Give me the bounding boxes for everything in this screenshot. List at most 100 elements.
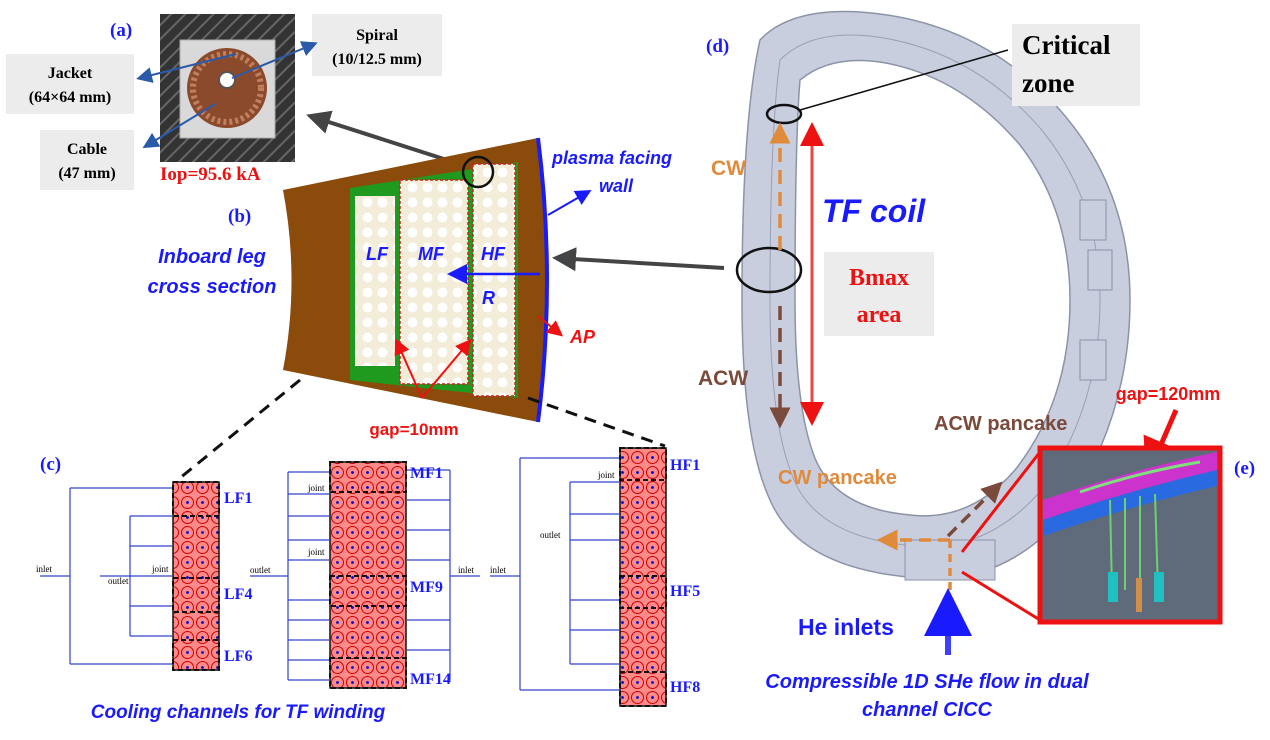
gap-label-b: gap=10mm [369,420,458,439]
bmax-box [824,252,934,336]
spiral-label-box [312,14,442,76]
lf-outlet-label: outlet [108,576,129,586]
operating-current: Iop=95.6 kA [160,164,261,185]
zoom-dash-left [179,378,301,480]
panel-d-tag: (d) [706,36,729,57]
acw-pancake-label: ACW pancake [934,413,1067,435]
cross-section-title-line1: Inboard leg [158,246,266,268]
acw-label: ACW [698,367,748,390]
acw-pancake-arrow [946,481,1003,538]
hf-cell-grid [619,447,667,707]
mf-label: MF [418,244,445,264]
mf-inlet-label: inlet [458,565,474,575]
jacket-label-box [6,54,134,114]
zoom-arrow-to-cross-section [552,247,725,272]
mf-schematic: outlet inlet joint joint MF1 MF9 MF14 [250,461,480,689]
lf-inlet-label: inlet [36,564,52,574]
mf14-label: MF14 [410,671,451,688]
gap-label-e: gap=120mm [1116,384,1221,404]
panel-b: (b) Inboard leg cross section LF MF HF R… [148,137,672,439]
critical-zone-line2: zone [1022,68,1075,98]
lf1-label: LF1 [224,490,252,507]
plasma-facing-wall-line [536,137,549,423]
mf-outlet-label: outlet [250,565,271,575]
cable-dimension: (47 mm) [58,165,115,182]
detail-band-magenta [1043,452,1217,520]
critical-zone-pointer [799,49,1009,111]
hf5-label: HF5 [670,583,700,600]
jacket-arrow [136,53,237,83]
plasma-wall-label-line1: plasma facing [551,148,672,168]
hf1-box [619,447,667,481]
critical-conductor-circle [461,155,495,189]
hf-winding-pack [472,163,516,397]
lf-joint-label: joint [151,564,169,574]
lf-cell-grid [172,481,220,671]
lf-winding-pack [355,196,395,366]
lf6-label: LF6 [224,648,252,665]
critical-zone-box [1012,24,1140,106]
hf-schematic: inlet outlet joint HF1 HF5 HF8 [490,447,700,707]
panel-c: (c) inlet outlet joint LF1 LF4 LF6 outle… [36,447,700,723]
detail-pipe-2 [1136,578,1142,612]
panel-c-caption: Cooling channels for TF winding [91,702,386,723]
cw-pancake-label: CW pancake [778,467,897,489]
panel-d-caption-line1: Compressible 1D SHe flow in dual [765,671,1089,693]
critical-zone-line1: Critical [1022,30,1111,60]
ap-label: AP [569,327,596,347]
spiral-dimension: (10/12.5 mm) [332,51,422,68]
cable-arrow [142,103,216,149]
hf-joint-label: joint [597,470,615,480]
hf1-label: HF1 [670,457,700,474]
ap-arrow [537,315,564,337]
gap-arrow-2 [421,338,472,399]
panel-c-tag: (c) [40,454,61,475]
detail-band-blue [1043,470,1217,536]
bmax-ellipse [735,246,803,294]
lf-piping [40,487,172,665]
plasma-wall-label-line2: wall [599,176,634,196]
detail-pipe-3 [1154,572,1164,602]
coil-support-3 [1079,339,1107,381]
inlet-to-detail-line-2 [961,570,1041,622]
gap-arrow-1 [394,338,423,399]
panel-a-tag: (a) [110,20,132,41]
mf14-box [329,657,407,689]
jacket-dimension: (64×64 mm) [29,89,111,106]
hf8-label: HF8 [670,679,700,696]
mf1-label: MF1 [410,465,443,482]
he-inlets-label: He inlets [798,614,894,640]
spiral-arrow [231,41,318,79]
zoom-dash-right [527,396,666,448]
cw-label: CW [711,157,746,180]
hf-piping [490,457,619,691]
cross-section-title-line2: cross section [148,276,277,298]
mf9-box [329,575,407,607]
lf4-label: LF4 [224,586,252,603]
inlet-to-detail-line-1 [960,451,1042,553]
cable-label: Cable [67,141,107,158]
detail-band-green [1079,460,1201,494]
mf-piping [250,469,480,681]
hf5-box [619,575,667,609]
panel-e: (e) gap=120mm [960,384,1255,625]
jacket-label: Jacket [48,65,93,82]
central-spiral [218,71,236,89]
panel-d: (d) Critical zone CW ACW TF coil Bmax ar… [698,10,1140,721]
mf-joint-label-2: joint [307,547,325,557]
joint-detail-render [1043,452,1217,612]
wall-arrow [547,190,592,216]
bmax-line1: Bmax [849,265,909,291]
hf-label: HF [481,244,506,264]
radius-label: R [482,288,495,308]
mf1-box [329,461,407,493]
mf9-label: MF9 [410,579,443,596]
lf6-box [172,639,220,671]
hf-inlet-label: inlet [490,565,506,575]
coil-support-1 [1079,199,1107,241]
cable-texture [190,51,264,125]
panel-e-tag: (e) [1234,458,1255,479]
panel-b-tag: (b) [228,206,251,227]
lf-schematic: inlet outlet joint LF1 LF4 LF6 [36,481,252,671]
